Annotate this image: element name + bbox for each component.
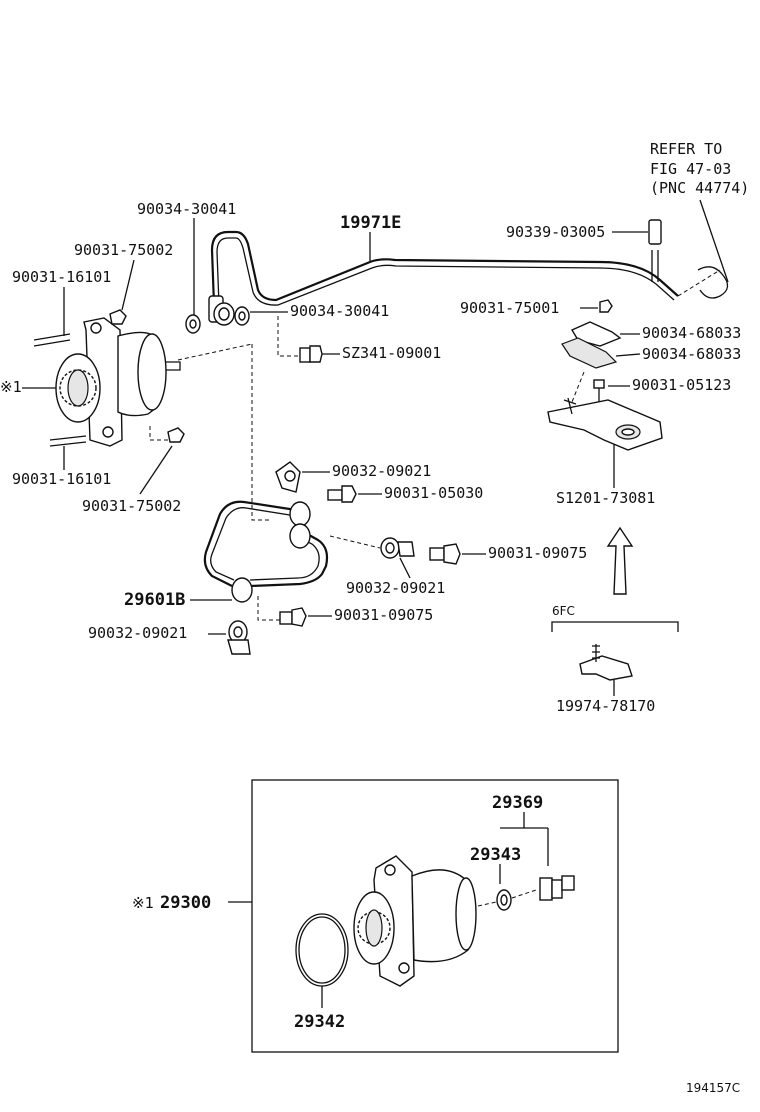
label-90034-30041-top: 90034-30041 bbox=[137, 200, 236, 218]
label-ref1-box: ※1 bbox=[132, 894, 154, 912]
gasket-icon bbox=[496, 889, 512, 911]
label-90031-05030: 90031-05030 bbox=[384, 484, 483, 502]
label-29343: 29343 bbox=[470, 845, 521, 865]
vacuum-pipe-icon bbox=[203, 500, 329, 603]
label-90031-16101-top: 90031-16101 bbox=[12, 268, 111, 286]
label-90031-75002-bot: 90031-75002 bbox=[82, 497, 181, 515]
label-19974-78170: 19974-78170 bbox=[556, 697, 655, 715]
label-90031-09075-b: 90031-09075 bbox=[334, 606, 433, 624]
label-29342: 29342 bbox=[294, 1012, 345, 1032]
label-s1201-73081: S1201-73081 bbox=[556, 489, 655, 507]
arrow-up-icon bbox=[606, 526, 634, 595]
hose-icon bbox=[648, 219, 662, 245]
label-29601b: 29601B bbox=[124, 590, 185, 610]
label-90034-68033-b: 90034-68033 bbox=[642, 345, 741, 363]
label-90032-09021-b: 90032-09021 bbox=[346, 579, 445, 597]
vacuum-pump-icon bbox=[33, 317, 181, 447]
union-bolt-icon bbox=[299, 345, 323, 363]
label-90031-16101-bot: 90031-16101 bbox=[12, 470, 111, 488]
label-90031-75002-top: 90031-75002 bbox=[74, 241, 173, 259]
union-bolt-icon bbox=[327, 485, 357, 503]
label-90034-68033-a: 90034-68033 bbox=[642, 324, 741, 342]
gasket-icon bbox=[380, 537, 415, 559]
union-bolt-icon bbox=[429, 543, 461, 565]
gasket-icon bbox=[185, 302, 250, 334]
refer-line-3: (PNC 44774) bbox=[650, 179, 749, 197]
refer-line-1: REFER TO bbox=[650, 140, 722, 158]
label-19971e: 19971E bbox=[340, 213, 401, 233]
label-29300: 29300 bbox=[160, 893, 211, 913]
label-90032-09021-c: 90032-09021 bbox=[88, 624, 187, 642]
label-90339-03005: 90339-03005 bbox=[506, 223, 605, 241]
label-90032-09021-a: 90032-09021 bbox=[332, 462, 431, 480]
label-90031-05123: 90031-05123 bbox=[632, 376, 731, 394]
bracket-icon bbox=[547, 397, 663, 451]
nut-icon bbox=[109, 309, 127, 325]
refer-line-2: FIG 47-03 bbox=[650, 160, 731, 178]
refer-to-note: REFER TO FIG 47-03 (PNC 44774) bbox=[650, 140, 749, 283]
label-ref1: ※1 bbox=[0, 378, 22, 396]
bolt-icon bbox=[593, 379, 605, 402]
o-ring-icon bbox=[295, 913, 349, 987]
union-bolt-icon bbox=[539, 875, 575, 901]
nut-icon bbox=[599, 299, 613, 313]
gasket-icon bbox=[227, 620, 251, 655]
footer-code: 194157C bbox=[686, 1081, 740, 1095]
pump-assembly-box bbox=[251, 779, 619, 1053]
label-sz341-09001: SZ341-09001 bbox=[342, 344, 441, 362]
label-90031-09075-a: 90031-09075 bbox=[488, 544, 587, 562]
vacuum-pump-icon bbox=[353, 855, 477, 987]
clamp-icon bbox=[561, 321, 622, 369]
label-6fc: 6FC bbox=[552, 604, 575, 618]
nut-icon bbox=[167, 427, 185, 443]
label-90031-75001: 90031-75001 bbox=[460, 299, 559, 317]
bracket-icon bbox=[579, 644, 633, 681]
label-90034-30041-mid: 90034-30041 bbox=[290, 302, 389, 320]
label-29369: 29369 bbox=[492, 793, 543, 813]
union-bolt-icon bbox=[279, 607, 307, 627]
